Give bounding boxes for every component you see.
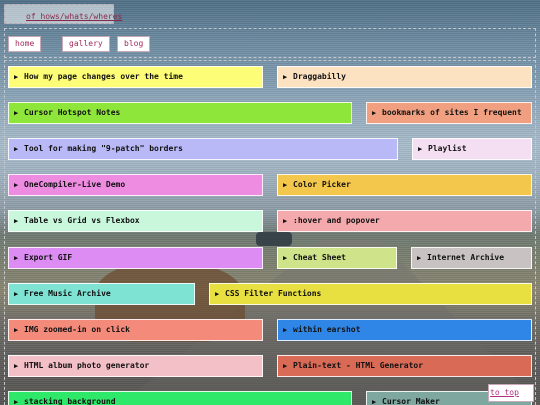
- tile-css-filter[interactable]: ▶CSS Filter Functions: [209, 283, 532, 305]
- tile-stacking-background[interactable]: ▶stacking background: [8, 391, 352, 405]
- tile-within-earshot[interactable]: ▶within earshot: [277, 319, 532, 341]
- tile-panel: [4, 60, 536, 405]
- play-triangle-icon: ▶: [14, 73, 19, 81]
- tile-hover-popover[interactable]: ▶:hover and popover: [277, 210, 532, 232]
- play-triangle-icon: ▶: [14, 145, 19, 153]
- play-triangle-icon: ▶: [14, 326, 19, 334]
- play-triangle-icon: ▶: [215, 290, 220, 298]
- nav-gallery-button[interactable]: gallery: [62, 36, 110, 52]
- tile-playlist[interactable]: ▶Playlist: [412, 138, 532, 160]
- tile-album-generator[interactable]: ▶HTML album photo generator: [8, 355, 263, 377]
- play-triangle-icon: ▶: [14, 398, 19, 405]
- play-triangle-icon: ▶: [14, 109, 19, 117]
- tile-bookmarks[interactable]: ▶bookmarks of sites I frequent: [366, 102, 532, 124]
- tile-page-changes[interactable]: ▶How my page changes over the time: [8, 66, 263, 88]
- play-triangle-icon: ▶: [372, 109, 377, 117]
- play-triangle-icon: ▶: [283, 217, 288, 225]
- tile-onecompiler[interactable]: ▶OneCompiler-Live Demo: [8, 174, 263, 196]
- play-triangle-icon: ▶: [14, 181, 19, 189]
- tile-internet-archive[interactable]: ▶Internet Archive: [411, 247, 532, 269]
- nav-bar: [4, 28, 536, 58]
- header-box: [4, 4, 114, 24]
- play-triangle-icon: ▶: [14, 254, 19, 262]
- tile-plaintext-html[interactable]: ▶Plain-text - HTML Generator: [277, 355, 532, 377]
- site-title-link[interactable]: of hows/whats/wheres: [26, 12, 123, 21]
- play-triangle-icon: ▶: [283, 362, 288, 370]
- play-triangle-icon: ▶: [14, 362, 19, 370]
- tile-table-grid-flex[interactable]: ▶Table vs Grid vs Flexbox: [8, 210, 263, 232]
- play-triangle-icon: ▶: [14, 290, 19, 298]
- tile-cursor-hotspot[interactable]: ▶Cursor Hotspot Notes: [8, 102, 352, 124]
- play-triangle-icon: ▶: [417, 254, 422, 262]
- play-triangle-icon: ▶: [14, 217, 19, 225]
- tile-9-patch[interactable]: ▶Tool for making "9-patch" borders: [8, 138, 398, 160]
- tile-img-zoom[interactable]: ▶IMG zoomed-in on click: [8, 319, 263, 341]
- tile-export-gif[interactable]: ▶Export GIF: [8, 247, 263, 269]
- nav-home-button[interactable]: home: [8, 36, 42, 52]
- tile-free-music-archive[interactable]: ▶Free Music Archive: [8, 283, 195, 305]
- tile-cheat-sheet[interactable]: ▶Cheat Sheet: [277, 247, 397, 269]
- nav-blog-button[interactable]: blog: [117, 36, 151, 52]
- play-triangle-icon: ▶: [418, 145, 423, 153]
- play-triangle-icon: ▶: [283, 181, 288, 189]
- to-top-button[interactable]: to top: [488, 384, 534, 402]
- play-triangle-icon: ▶: [372, 398, 377, 405]
- play-triangle-icon: ▶: [283, 326, 288, 334]
- tile-draggabilly[interactable]: ▶Draggabilly: [277, 66, 532, 88]
- play-triangle-icon: ▶: [283, 254, 288, 262]
- tile-color-picker[interactable]: ▶Color Picker: [277, 174, 532, 196]
- play-triangle-icon: ▶: [283, 73, 288, 81]
